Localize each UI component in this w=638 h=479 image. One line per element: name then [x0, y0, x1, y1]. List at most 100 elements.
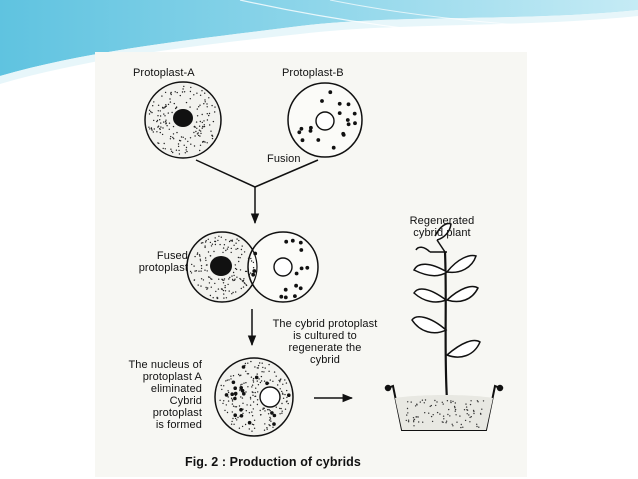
cytoplasm-dot — [260, 375, 263, 378]
cytoplasm-dot — [254, 375, 259, 380]
label-nucleus-eliminated: The nucleus of protoplast A eliminated C… — [128, 359, 202, 431]
cytoplasm-dot — [178, 139, 181, 142]
cytoplasm-dot — [204, 257, 207, 259]
cytoplasm-dot — [238, 427, 241, 429]
soil-speck — [470, 416, 472, 418]
cytoplasm-dot — [175, 149, 178, 151]
cytoplasm-dot — [231, 380, 236, 385]
cytoplasm-dot — [194, 255, 196, 258]
soil-speck — [413, 421, 415, 423]
cytoplasm-dot — [231, 293, 233, 295]
soil-speck — [447, 413, 449, 416]
cytoplasm-dot — [196, 92, 198, 94]
cytoplasm-dot — [253, 419, 256, 421]
cytoplasm-dot — [264, 367, 266, 369]
cytoplasm-dot — [162, 147, 164, 150]
cytoplasm-dot — [165, 104, 167, 106]
soil-speck — [430, 415, 433, 418]
cytoplasm-dot — [233, 396, 237, 401]
cytoplasm-dot — [200, 278, 203, 280]
cytoplasm-dot — [198, 125, 201, 127]
cytoplasm-dot — [233, 274, 235, 277]
soil-speck — [430, 404, 432, 407]
cytoplasm-dot — [164, 91, 167, 94]
cytoplasm-dot — [266, 428, 268, 430]
cytoplasm-dot — [226, 248, 229, 250]
cytoplasm-dot — [158, 142, 160, 145]
soil-speck — [436, 411, 439, 414]
soil-speck — [454, 408, 457, 411]
soil-speck — [429, 405, 431, 408]
cytoplasm-dot — [353, 121, 357, 126]
cytoplasm-dot — [265, 381, 269, 386]
cytoplasm-dot — [224, 290, 227, 292]
cytoplasm-dot — [269, 424, 271, 427]
cytoplasm-dot — [183, 85, 185, 88]
cytoplasm-dot — [200, 265, 203, 267]
cytoplasm-dot — [252, 394, 254, 396]
cytoplasm-dot — [159, 131, 161, 134]
soil-speck — [478, 426, 480, 428]
cytoplasm-dot — [341, 131, 346, 136]
cytoplasm-dot — [151, 129, 153, 131]
cytoplasm-dot — [173, 138, 175, 140]
cytoplasm-dot — [260, 414, 262, 416]
cytoplasm-dot — [204, 246, 206, 249]
cytoplasm-dot — [243, 278, 245, 280]
cytoplasm-dot — [220, 236, 222, 238]
cytoplasm-dot — [240, 384, 242, 386]
cytoplasm-dot — [207, 276, 210, 278]
cytoplasm-dot — [151, 111, 153, 114]
soil-speck — [445, 422, 447, 424]
cytoplasm-dot — [230, 239, 232, 242]
cytoplasm-dot — [230, 423, 233, 425]
cytoplasm-dot — [216, 297, 218, 300]
cytoplasm-dot — [252, 269, 257, 273]
soil-speck — [428, 412, 430, 414]
cytoplasm-dot — [269, 410, 271, 412]
cytoplasm-dot — [239, 269, 242, 271]
cytoplasm-dot — [293, 294, 297, 298]
cytoplasm-dot — [298, 286, 303, 291]
cytoplasm-dot — [238, 260, 240, 263]
cytoplasm-dot — [245, 284, 248, 287]
cytoplasm-dot — [207, 238, 209, 240]
cytoplasm-dot — [190, 86, 192, 89]
soil-speck — [446, 400, 449, 402]
cytoplasm-dot — [152, 131, 154, 133]
cytoplasm-dot — [282, 383, 284, 385]
cytoplasm-dot — [168, 122, 171, 124]
soil-speck — [476, 400, 479, 402]
cytoplasm-dot — [234, 264, 236, 266]
cytoplasm-dot — [254, 395, 257, 397]
cytoplasm-dot — [190, 272, 193, 274]
cytoplasm-dot — [254, 391, 256, 394]
cytoplasm-dot — [204, 99, 206, 101]
cytoplasm-dot — [169, 98, 171, 100]
cytoplasm-dot — [225, 297, 228, 299]
soil-speck — [452, 425, 454, 427]
cytoplasm-dot — [299, 126, 304, 131]
cytoplasm-dot — [153, 128, 155, 130]
slide-header-wave — [0, 0, 638, 84]
cytoplasm-dot — [153, 101, 155, 103]
cytoplasm-dot — [185, 146, 188, 149]
cytoplasm-dot — [185, 149, 187, 151]
cytoplasm-dot — [233, 391, 238, 396]
soil-speck — [416, 416, 418, 418]
cytoplasm-dot — [279, 407, 281, 410]
cytoplasm-dot — [346, 122, 351, 127]
soil-speck — [453, 405, 456, 408]
soil-speck — [454, 402, 456, 404]
cytoplasm-dot — [164, 106, 166, 108]
soil-speck — [482, 400, 485, 402]
cytoplasm-dot — [240, 388, 245, 393]
soil-speck — [424, 399, 427, 401]
soil-speck — [442, 415, 445, 417]
cytoplasm-dot — [173, 102, 175, 105]
soil-speck — [468, 414, 470, 416]
cytoplasm-dot — [337, 101, 342, 106]
cytoplasm-dot — [204, 241, 207, 243]
cytoplasm-dot — [257, 364, 260, 367]
cytoplasm-dot — [279, 294, 284, 299]
